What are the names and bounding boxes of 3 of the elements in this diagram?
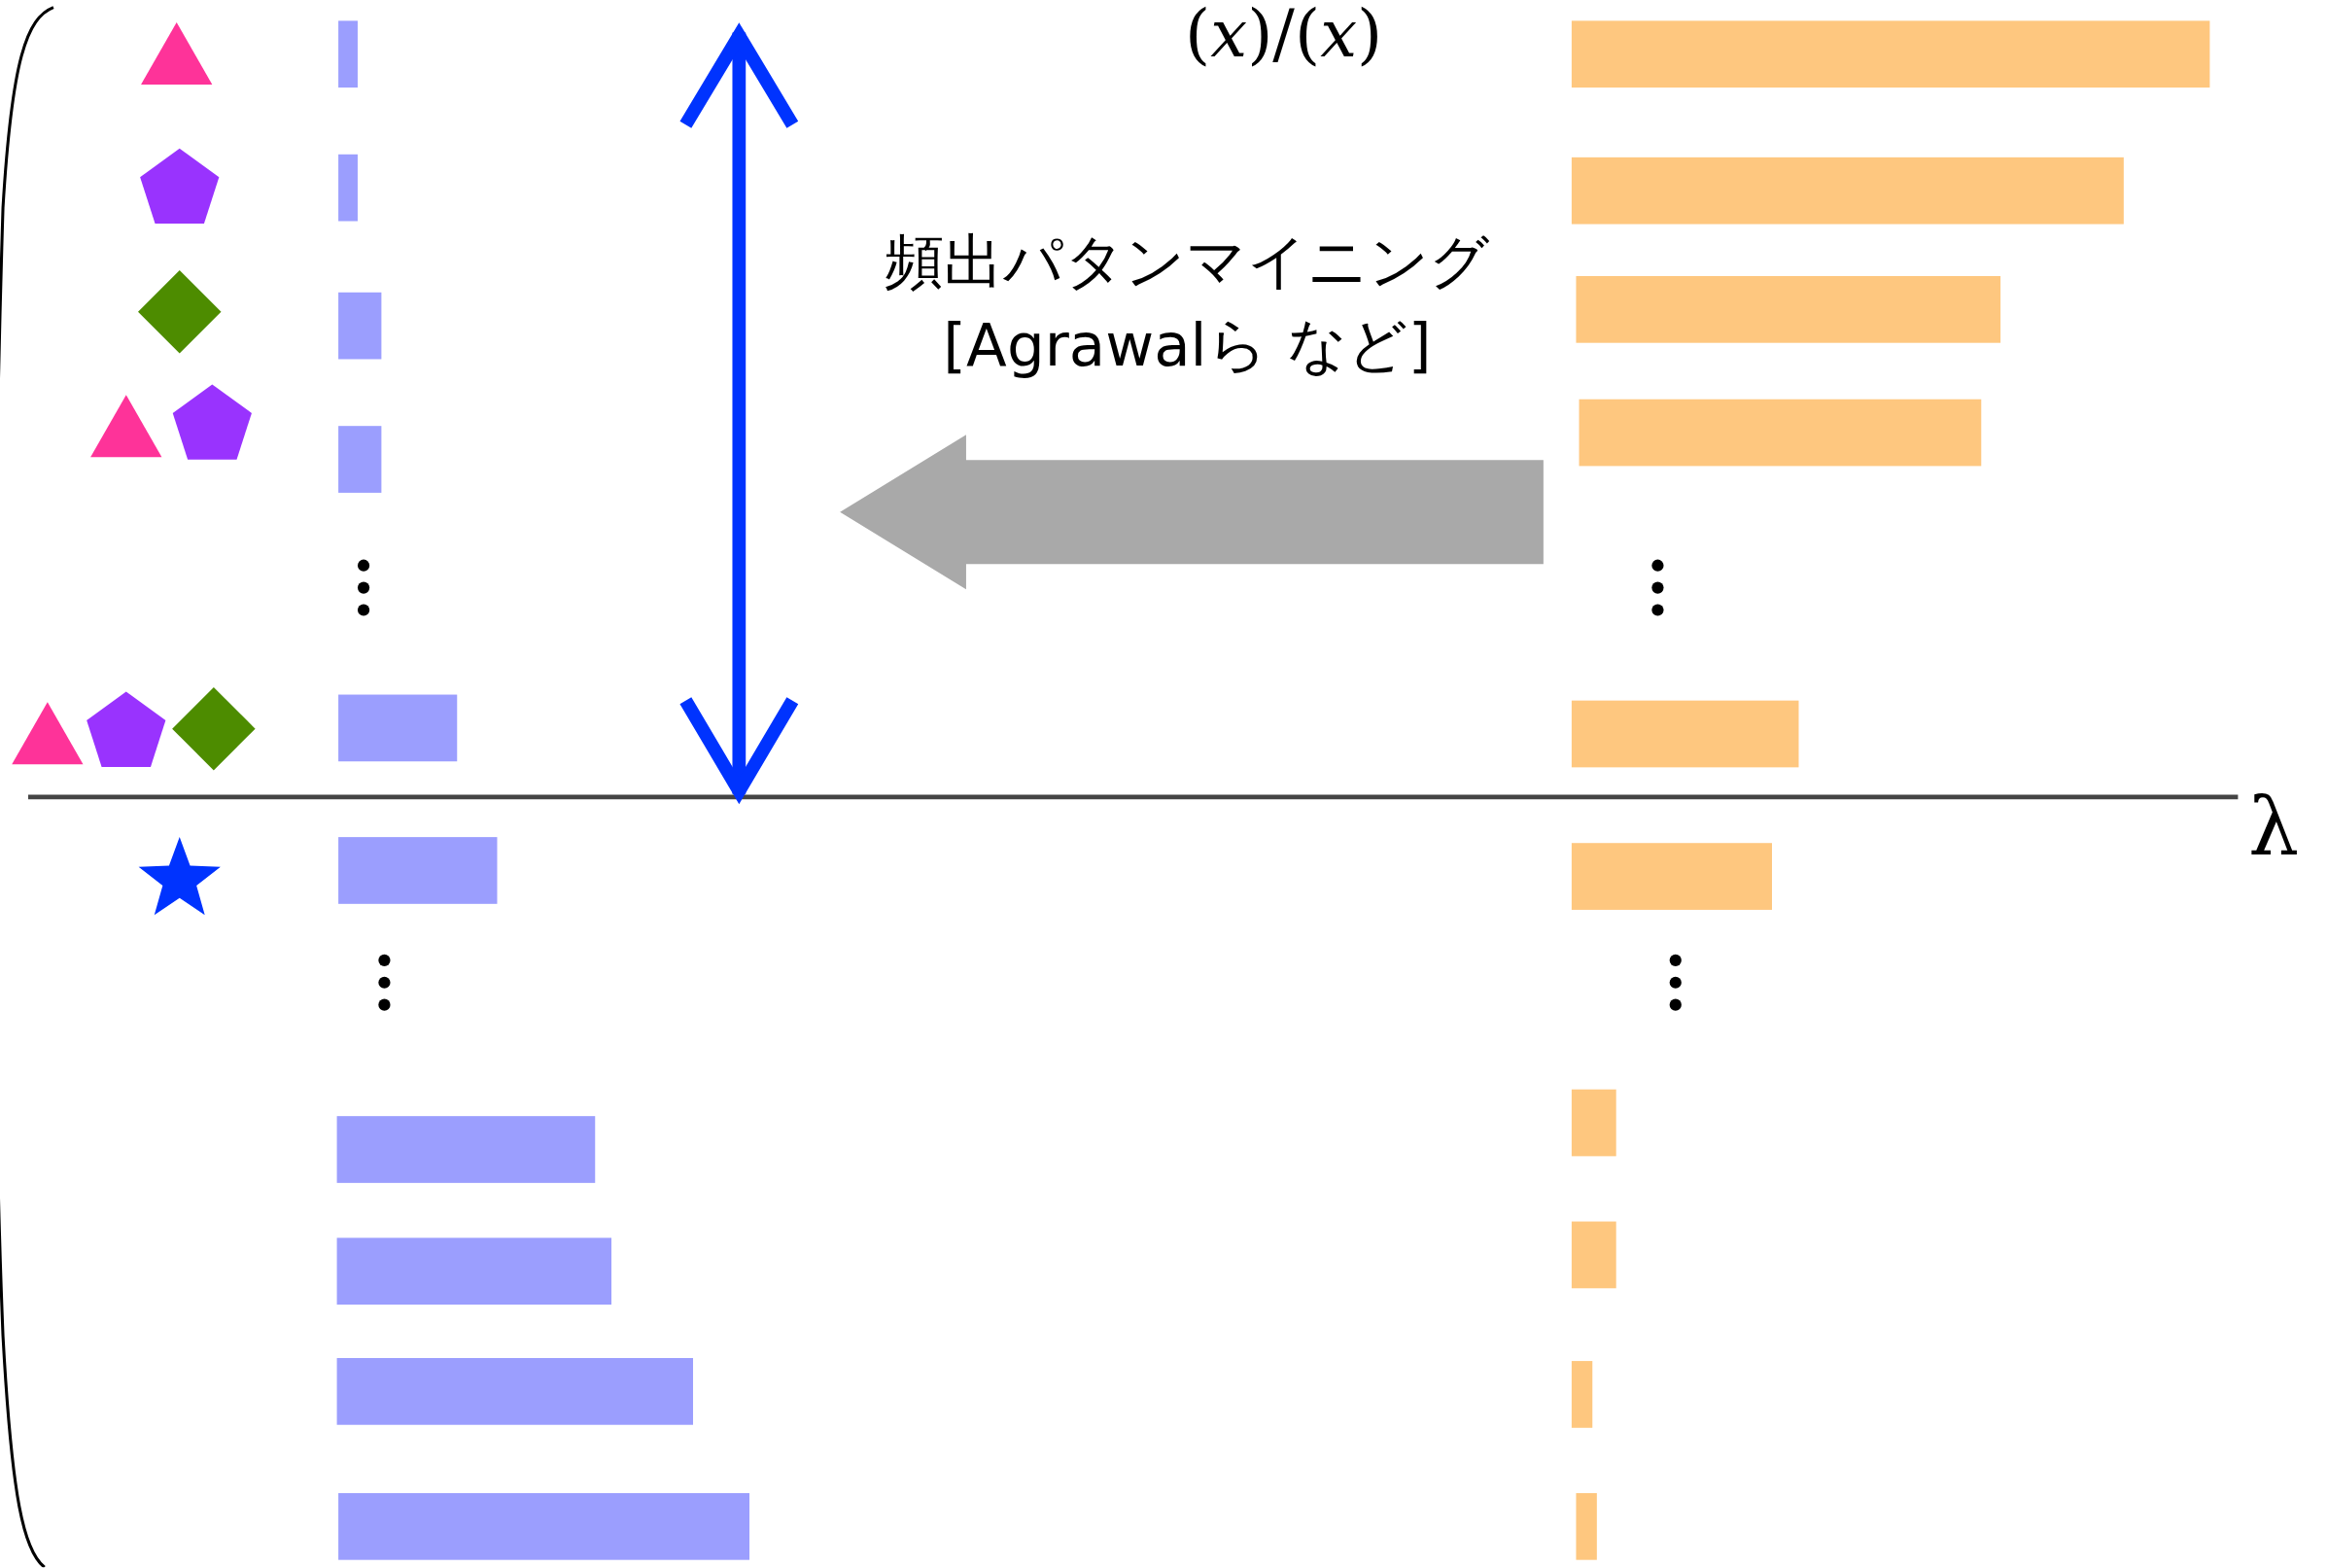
method-label: 頻出パタンマイニング [Agrawalら など] bbox=[883, 226, 1491, 381]
axis-label: λ bbox=[2248, 780, 2301, 877]
formula-text: (x)/(x) bbox=[1184, 0, 1384, 74]
